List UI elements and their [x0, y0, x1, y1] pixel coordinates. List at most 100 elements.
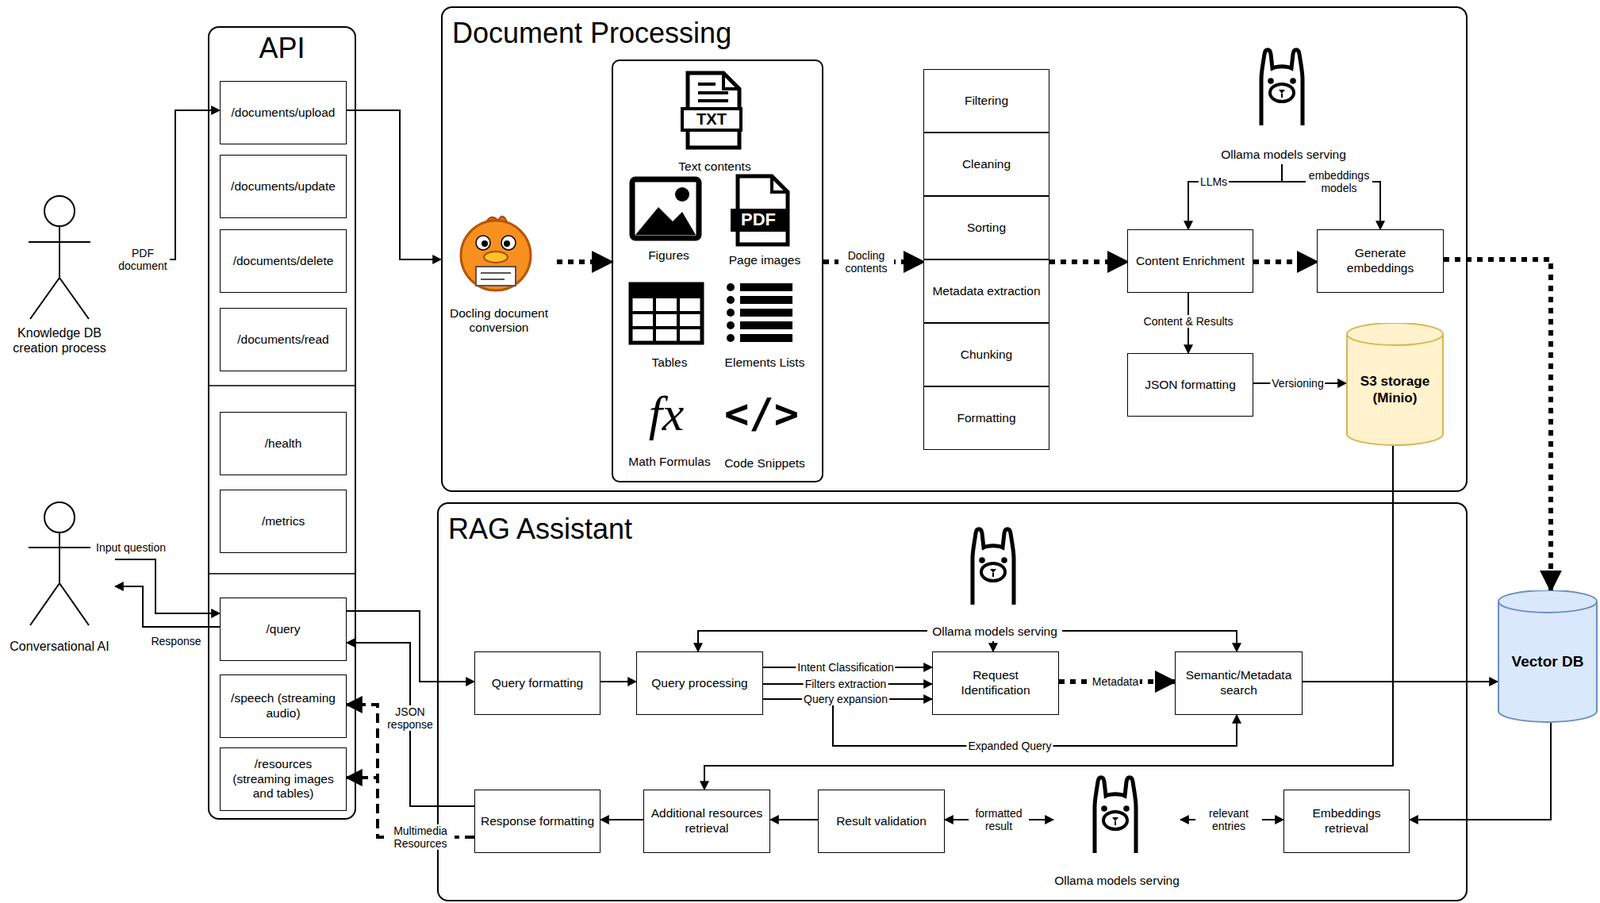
- process-box: Content Enrichment: [1127, 229, 1254, 293]
- actor: Conversational AI: [3, 498, 116, 656]
- storage-cylinder: Vector DB: [1497, 590, 1598, 723]
- process-box: Cleaning: [923, 132, 1050, 196]
- edge-label: Filters extraction: [803, 677, 889, 691]
- edge-label: Content & Results: [1142, 314, 1236, 328]
- process-box: Embeddings retrieval: [1283, 789, 1410, 853]
- node-label: Result validation: [836, 813, 927, 829]
- node-label: Math Formulas: [628, 454, 710, 470]
- edge-label: Response: [149, 634, 203, 648]
- connector: [600, 818, 644, 821]
- connector: [1302, 680, 1498, 683]
- process-box: Query processing: [636, 651, 764, 715]
- edge-label: Docling contents: [838, 249, 895, 275]
- process-box: /documents/delete: [219, 229, 347, 293]
- edge-label: Multimedia Resources: [386, 824, 455, 850]
- node-label: Request Identification: [937, 667, 1054, 698]
- node-label: Knowledge DB creation process: [0, 325, 119, 356]
- process-box: Additional resources retrieval: [643, 789, 771, 853]
- panel-title: Document Processing: [442, 15, 1466, 50]
- panel-title: RAG Assistant: [438, 511, 1466, 546]
- process-box: Request Identification: [932, 651, 1059, 715]
- node-label: /metrics: [261, 514, 305, 530]
- icon-node: Ollama models serving: [1216, 37, 1351, 165]
- node-label: Page images: [729, 253, 801, 269]
- actor-figure: [28, 195, 91, 626]
- node-label: Text contents: [678, 159, 751, 175]
- node-label: Elements Lists: [725, 355, 806, 371]
- icon-node: Docling document conversion: [441, 219, 557, 338]
- edge-label: LLMs: [1198, 175, 1229, 189]
- node-label: Query formatting: [491, 675, 584, 691]
- node-label: Generate embeddings: [1322, 245, 1439, 276]
- connector: [346, 704, 475, 837]
- node-label: Figures: [648, 248, 690, 264]
- process-box: Generate embeddings: [1316, 229, 1444, 293]
- connector: [1253, 259, 1317, 265]
- connector: [118, 110, 220, 260]
- process-box: Semantic/Metadata search: [1174, 651, 1303, 715]
- node-label: Vector DB: [1511, 652, 1585, 672]
- node-label: Response formatting: [480, 813, 595, 829]
- node-label: Ollama models serving: [1054, 873, 1180, 889]
- connector: [1409, 722, 1551, 820]
- icon-node: Ollama models serving: [927, 531, 1063, 641]
- process-box: /resources (streaming images and tables): [219, 747, 347, 811]
- api-separators: [208, 385, 356, 574]
- connector: [992, 640, 994, 652]
- node-label: Embeddings retrieval: [1289, 805, 1405, 836]
- edge-label: Versioning: [1270, 376, 1325, 390]
- node-label: Chunking: [960, 347, 1013, 363]
- node-label: Metadata extraction: [932, 283, 1040, 300]
- edge-label: Query expansion: [801, 692, 890, 706]
- process-box: /documents/upload: [219, 80, 347, 145]
- group-panel: RAG AssistantOllama models servingQuery …: [437, 502, 1468, 902]
- connector: [1049, 259, 1128, 265]
- process-box: Query formatting: [474, 651, 601, 715]
- process-box: Formatting: [923, 386, 1050, 450]
- edge-label: Intent Classification: [795, 660, 895, 674]
- process-box: Metadata extraction: [923, 259, 1050, 323]
- node-label: Code Snippets: [724, 456, 806, 472]
- node-label: Semantic/Metadata search: [1180, 667, 1297, 698]
- edge-label: PDF document: [115, 246, 170, 273]
- node-label: /query: [265, 621, 300, 637]
- edge-label: relevant entries: [1195, 806, 1263, 833]
- actor: Knowledge DB creation process: [0, 190, 119, 357]
- node-label: Conversational AI: [9, 638, 109, 654]
- text-file-icon: [682, 72, 741, 148]
- node-label: Ollama models serving: [1220, 147, 1347, 163]
- icon-label: </>: [724, 389, 799, 438]
- connector: [346, 110, 442, 260]
- node-label: Tables: [652, 355, 688, 371]
- node-label: /documents/read: [237, 332, 329, 348]
- icon-node: Ollama models serving: [1053, 771, 1181, 891]
- edge-label: formatted result: [968, 806, 1029, 833]
- list-icon: [726, 283, 793, 342]
- process-box: /query: [219, 597, 347, 661]
- process-box: /documents/update: [219, 154, 347, 219]
- process-box: Filtering: [923, 69, 1050, 133]
- node-label: Cleaning: [962, 157, 1011, 173]
- node-label: JSON formatting: [1144, 377, 1236, 393]
- node-label: Additional resources retrieval: [648, 805, 765, 836]
- process-box: Sorting: [923, 195, 1050, 260]
- connector: [346, 642, 475, 806]
- node-label: Sorting: [966, 220, 1006, 236]
- panel-title: API: [209, 30, 355, 66]
- node-label: Ollama models serving: [932, 624, 1058, 640]
- process-box: /health: [219, 411, 347, 476]
- icon-label: PDF: [740, 209, 776, 231]
- process-box: JSON formatting: [1127, 352, 1254, 417]
- docling-duck-icon: [460, 216, 531, 291]
- icon-label: fx: [648, 385, 685, 442]
- edge-label: embeddings models: [1305, 168, 1373, 195]
- connector: [1443, 259, 1551, 591]
- node-label: /health: [264, 436, 303, 452]
- node-label: S3 storage (Minio): [1346, 373, 1444, 407]
- process-box: Chunking: [923, 322, 1050, 387]
- connector: [704, 445, 1393, 790]
- node-label: /documents/delete: [233, 253, 334, 269]
- edge-label: Input question: [94, 541, 168, 554]
- group-panel: API/documents/upload/documents/update/do…: [207, 26, 357, 820]
